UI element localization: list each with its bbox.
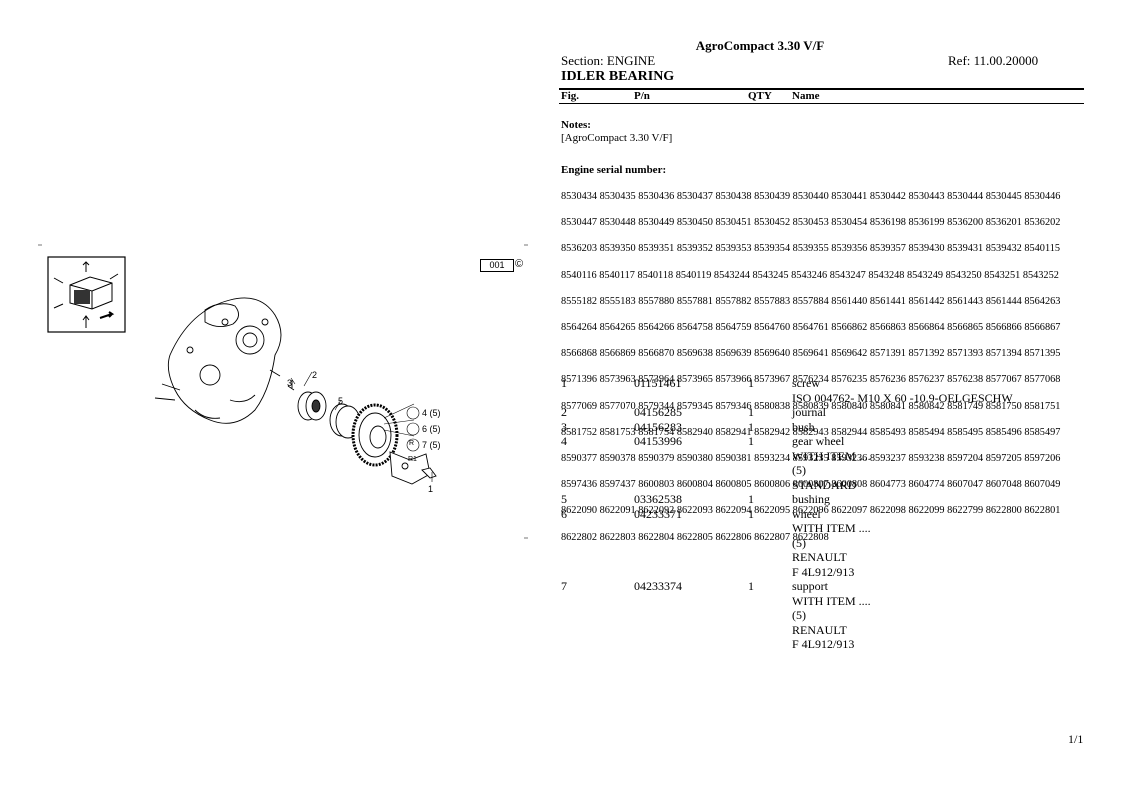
part-name: bush [792, 419, 815, 434]
part-name: journal [792, 405, 826, 419]
part-number: 04233371 [634, 506, 682, 521]
notes-text: [AgroCompact 3.30 V/F] [561, 132, 673, 144]
reference-number: Ref: 11.00.20000 [948, 53, 1039, 68]
part-quantity: 1 [748, 376, 754, 390]
part-fig-number: 1 [561, 376, 567, 390]
serial-line: 8566868 8566869 8566870 8569638 8569639 … [561, 348, 1061, 360]
serial-line: 8590377 8590378 8590379 8590380 8590381 … [561, 452, 1061, 464]
callout-leaders [290, 371, 433, 482]
callout-7: 7 (5) [422, 440, 441, 450]
part-detail: WITH ITEM .... [792, 448, 871, 463]
callout-marker-r1: R1 [408, 456, 417, 463]
part-number: 04233374 [634, 579, 682, 593]
part-quantity: 1 [748, 419, 754, 434]
serial-line: 8564264 8564265 8564266 8564758 8564759 … [561, 322, 1061, 334]
part-detail: F 4L912/913 [792, 637, 855, 651]
part-quantity: 1 [748, 492, 754, 506]
callout-2: 2 [312, 370, 317, 380]
figure-number-badge: 001 [480, 259, 514, 272]
serial-line: 8622090 8622091 8622092 8622093 8622094 … [561, 505, 1061, 517]
part-fig-number: 7 [561, 579, 567, 593]
part-number: 01151461 [634, 376, 682, 390]
part-name: bushing [792, 492, 831, 506]
part-name: screw [792, 376, 820, 390]
column-header-name: Name [792, 90, 820, 102]
section-label: Section: ENGINE [561, 53, 656, 68]
serial-line: 8536203 8539350 8539351 8539352 8539353 … [561, 243, 1061, 255]
page-heading: IDLER BEARING [561, 69, 675, 84]
part-fig-number: 6 [561, 506, 567, 521]
serial-line: 8540116 8540117 8540118 8540119 8543244 … [561, 269, 1059, 281]
serial-line: 8577069 8577070 8579344 8579345 8579346 … [561, 400, 1061, 412]
serial-line: 8571396 8573963 8573964 8573965 8573966 … [561, 374, 1061, 386]
part-quantity: 1 [748, 506, 754, 521]
part-quantity: 1 [748, 434, 754, 448]
part-name: wheel [792, 506, 821, 521]
part-name: support [792, 579, 828, 593]
document-title: AgroCompact 3.30 V/F [695, 38, 825, 53]
gear-assembly-drawing [287, 380, 437, 485]
callout-1: 1 [428, 484, 433, 494]
part-number: 04156285 [634, 405, 682, 419]
part-quantity: 1 [748, 405, 754, 419]
part-detail: (5) [792, 535, 806, 550]
serial-line: 8530434 8530435 8530436 8530437 8530438 … [561, 191, 1061, 203]
column-header-fig: Fig. [561, 90, 580, 102]
serial-line: 8581752 8581753 8581754 8582940 8582941 … [561, 426, 1061, 438]
part-detail: (5) [792, 463, 806, 477]
callout-3: 3 [287, 378, 292, 388]
serial-line: 8597436 8597437 8600803 8600804 8600805 … [561, 479, 1061, 491]
part-detail: RENAULT [792, 550, 847, 564]
part-detail: ISO 004762- M10 X 60 -10.9-OELGESCHW [792, 390, 1013, 405]
part-fig-number: 5 [561, 492, 567, 506]
serial-line: 8530447 8530448 8530449 8530450 8530451 … [561, 217, 1061, 229]
engine-housing-drawing [154, 297, 282, 424]
part-quantity: 1 [748, 579, 754, 593]
part-detail: WITH ITEM .... [792, 521, 871, 535]
header-rule-bottom [559, 103, 1084, 104]
part-detail: (5) [792, 608, 806, 622]
callout-5: 5 [338, 396, 343, 406]
serial-line: 8555182 8555183 8557880 8557881 8557882 … [561, 295, 1061, 307]
callout-marker-r: R [409, 440, 414, 447]
orientation-icon [47, 256, 126, 333]
part-detail: STANDARD [792, 477, 857, 492]
callout-6: 6 (5) [422, 424, 441, 434]
serial-number-label: Engine serial number: [561, 164, 667, 176]
column-header-pn: P/n [634, 90, 650, 102]
notes-label: Notes: [561, 119, 591, 131]
part-name: gear wheel [792, 434, 845, 448]
part-fig-number: 3 [561, 419, 567, 434]
part-detail: WITH ITEM .... [792, 593, 871, 608]
serial-number-list: 8530434 8530435 8530436 8530437 8530438 … [561, 177, 1083, 557]
part-fig-number: 2 [561, 405, 567, 419]
column-header-qty: QTY [748, 90, 772, 102]
copyright-symbol: © [515, 258, 524, 270]
serial-line: 8622802 8622803 8622804 8622805 8622806 … [561, 531, 829, 543]
part-number: 03362538 [634, 492, 682, 506]
part-detail: F 4L912/913 [792, 564, 855, 579]
part-number: 04153996 [634, 434, 682, 448]
callout-4: 4 (5) [422, 408, 441, 418]
part-number: 04156283 [634, 419, 682, 434]
part-detail: RENAULT [792, 622, 847, 637]
exploded-parts-diagram: 2 3 5 R R1 4 (5) 6 (5) 7 (5) 1 [38, 244, 528, 539]
page-number: 1/1 [1068, 732, 1084, 746]
header-rule-top [559, 88, 1084, 90]
part-fig-number: 4 [561, 434, 567, 448]
